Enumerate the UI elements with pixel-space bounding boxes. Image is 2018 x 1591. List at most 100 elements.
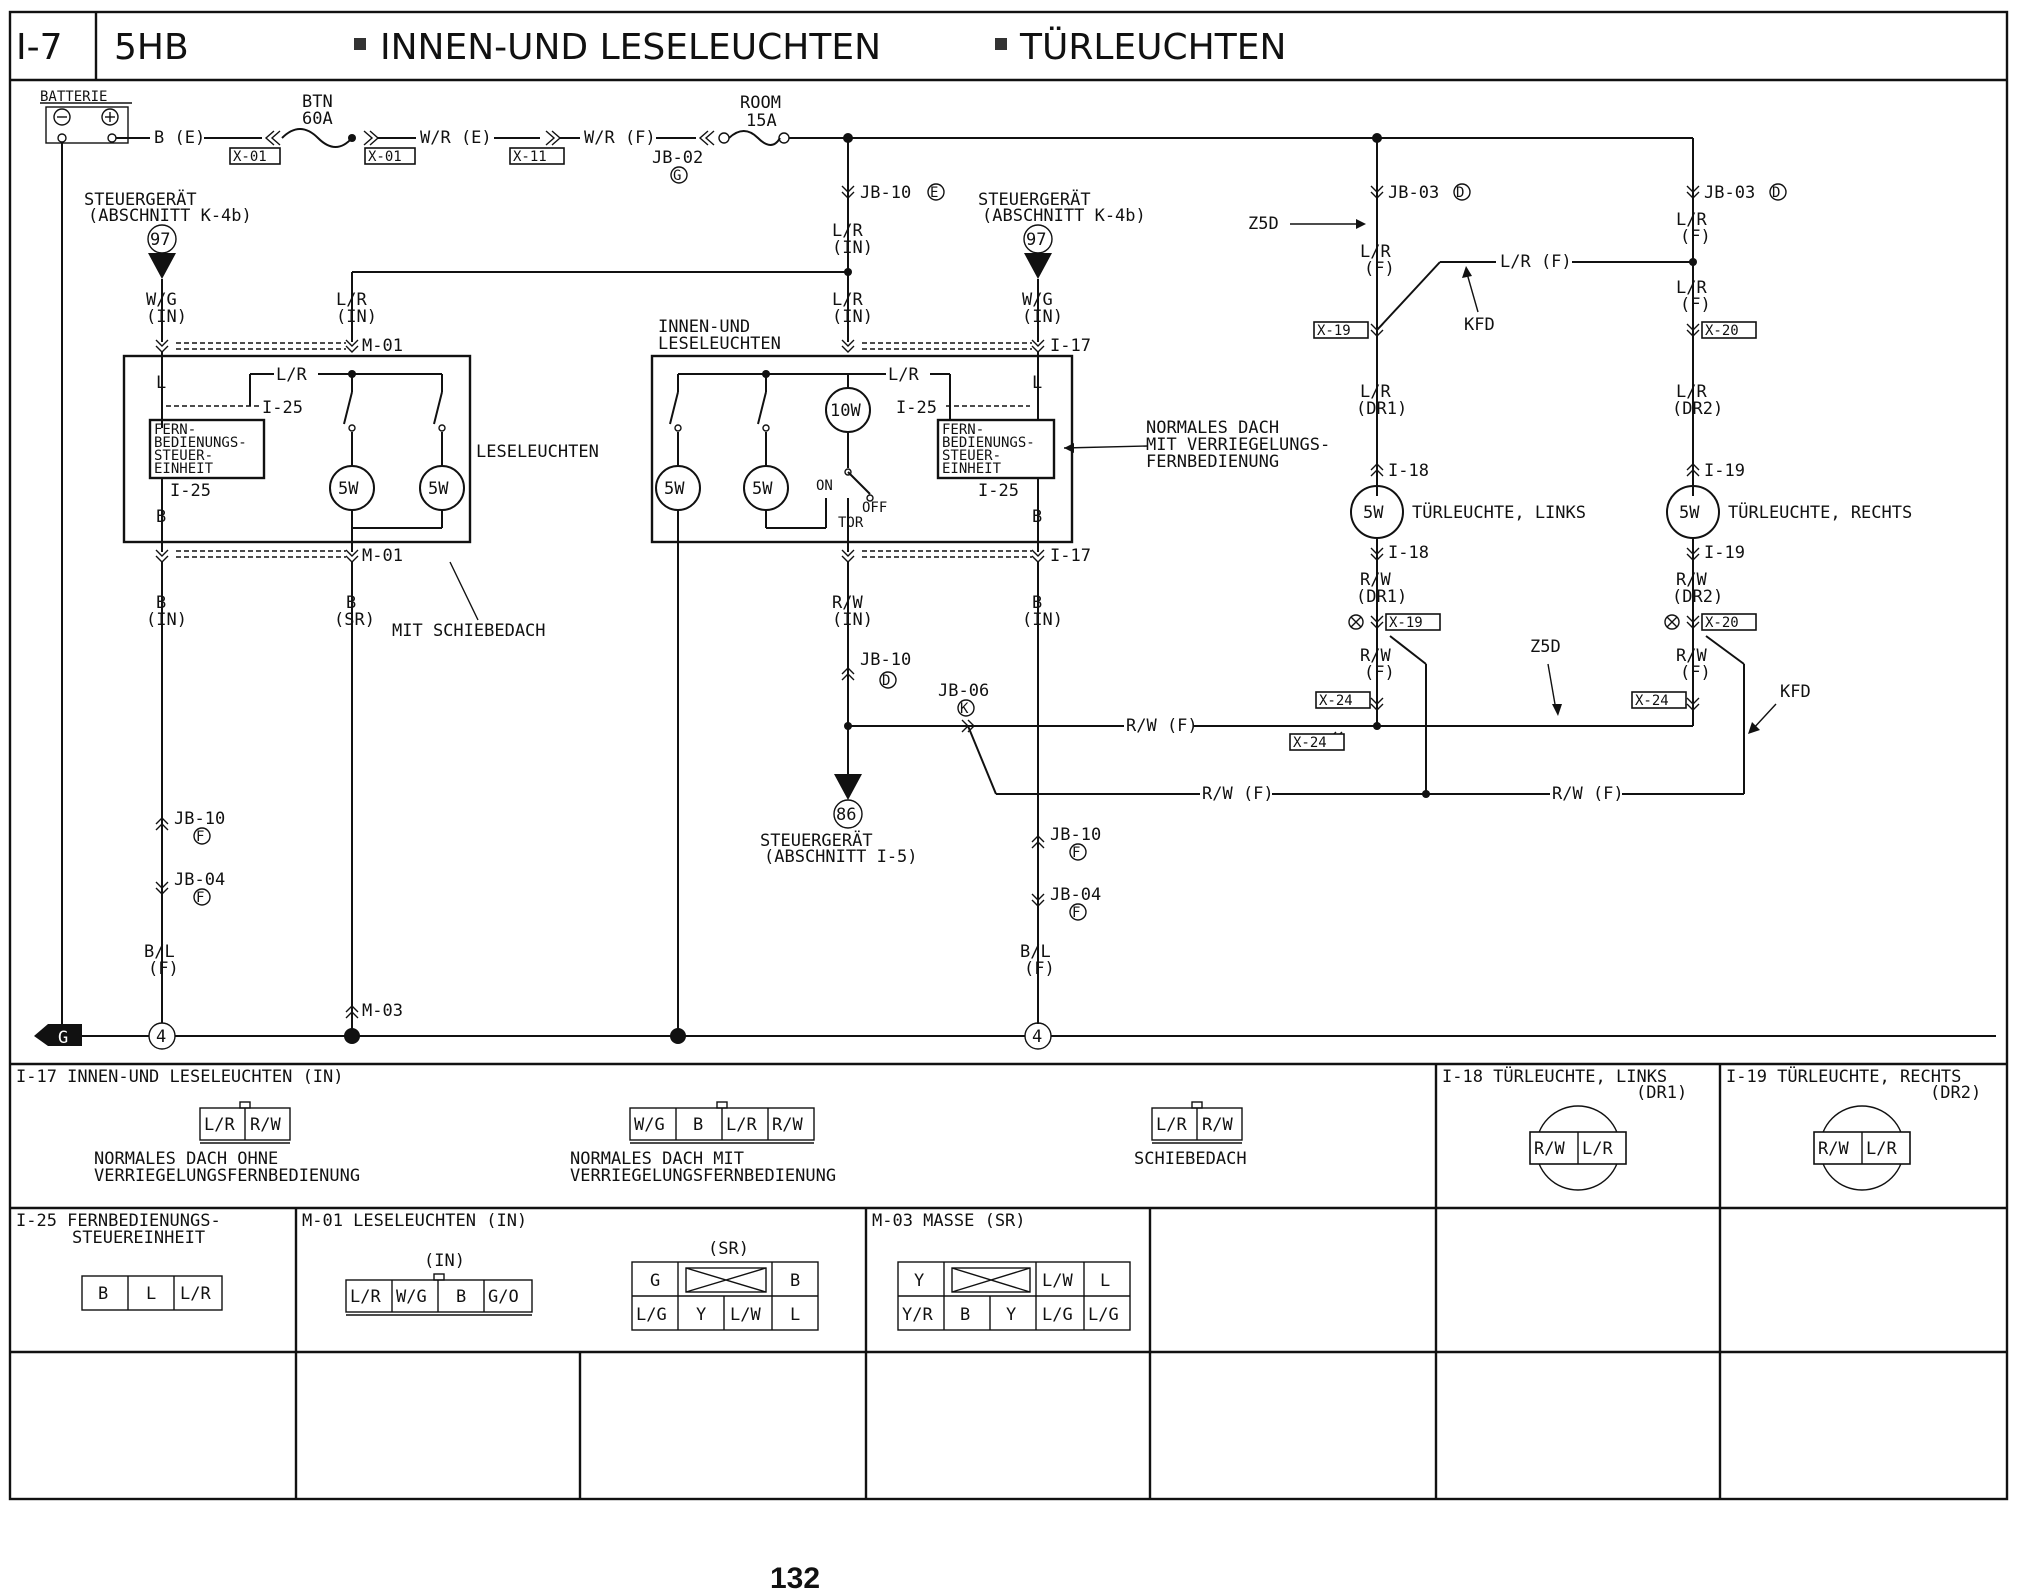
svg-text:M-01: M-01: [362, 546, 403, 566]
svg-text:R/W: R/W: [772, 1115, 803, 1135]
svg-text:B/L: B/L: [1020, 942, 1051, 962]
svg-text:5W: 5W: [428, 479, 449, 499]
svg-text:L/R: L/R: [276, 365, 307, 385]
svg-text:X-24: X-24: [1635, 693, 1669, 709]
svg-text:EINHEIT: EINHEIT: [942, 461, 1002, 477]
svg-text:R/W: R/W: [1676, 570, 1707, 590]
svg-text:B: B: [1032, 593, 1042, 613]
svg-text:MIT SCHIEBEDACH: MIT SCHIEBEDACH: [392, 621, 546, 641]
svg-text:X-20: X-20: [1705, 323, 1739, 339]
svg-text:MIT VERRIEGELUNGS-: MIT VERRIEGELUNGS-: [1146, 435, 1330, 455]
svg-text:JB-06: JB-06: [938, 681, 989, 701]
svg-text:5W: 5W: [1679, 503, 1700, 523]
svg-text:Z5D: Z5D: [1530, 637, 1561, 657]
connector-m01-title: M-01 LESELEUCHTEN (IN): [302, 1211, 527, 1231]
connector-i18-title: I-18 TÜRLEUCHTE, LINKS: [1442, 1065, 1667, 1087]
wire-label: B (E): [154, 128, 205, 148]
svg-text:86: 86: [836, 805, 856, 825]
svg-text:INNEN-UND: INNEN-UND: [658, 317, 750, 337]
svg-text:R/W: R/W: [832, 593, 863, 613]
svg-text:X-24: X-24: [1293, 735, 1327, 751]
svg-text:R/W: R/W: [1360, 570, 1391, 590]
svg-text:(IN): (IN): [1022, 307, 1063, 327]
svg-text:D: D: [882, 673, 890, 689]
svg-text:L/R: L/R: [350, 1287, 381, 1307]
svg-text:E: E: [930, 185, 938, 201]
svg-text:Y: Y: [696, 1305, 706, 1325]
svg-text:L/W: L/W: [730, 1305, 761, 1325]
svg-text:(F): (F): [1364, 663, 1395, 683]
svg-text:NORMALES DACH OHNE: NORMALES DACH OHNE: [94, 1149, 278, 1169]
svg-text:BTN: BTN: [302, 92, 333, 112]
svg-text:X-01: X-01: [368, 149, 402, 165]
svg-text:JB-10: JB-10: [174, 809, 225, 829]
schematic: BATTERIE B (E) BTN 60A W/R (E) W/R (F) R…: [34, 89, 1996, 1050]
connector-m03-title: M-03 MASSE (SR): [872, 1211, 1026, 1231]
svg-text:KFD: KFD: [1464, 315, 1495, 335]
svg-text:SCHIEBEDACH: SCHIEBEDACH: [1134, 1149, 1247, 1169]
svg-text:L/R: L/R: [1676, 278, 1707, 298]
svg-text:(IN): (IN): [146, 610, 187, 630]
svg-text:KFD: KFD: [1780, 682, 1811, 702]
bullet-icon: [995, 38, 1007, 50]
arrow-down-icon: [148, 253, 176, 279]
svg-text:F: F: [196, 890, 204, 906]
svg-text:L/R (F): L/R (F): [1500, 252, 1572, 272]
connector-m03: Y L/W L Y/R B Y L/G L/G: [897, 1261, 1131, 1331]
svg-text:5W: 5W: [664, 479, 685, 499]
svg-text:B: B: [790, 1271, 800, 1291]
svg-text:ROOM: ROOM: [740, 93, 781, 113]
svg-text:FERN-: FERN-: [942, 422, 984, 438]
remote-control-unit: [936, 418, 1056, 480]
svg-text:R/W: R/W: [250, 1115, 281, 1135]
svg-text:I-25: I-25: [170, 481, 211, 501]
svg-text:(F): (F): [1024, 959, 1055, 979]
svg-text:L/G: L/G: [1088, 1305, 1119, 1325]
connector-m01-sr: G B L/G Y L/W L: [631, 1261, 819, 1331]
svg-text:L/R: L/R: [888, 365, 919, 385]
svg-text:I-19: I-19: [1704, 461, 1745, 481]
svg-text:R/W (F): R/W (F): [1202, 784, 1274, 804]
svg-text:F: F: [1072, 905, 1080, 921]
svg-text:R/W: R/W: [1202, 1115, 1233, 1135]
svg-text:BEDIENUNGS-: BEDIENUNGS-: [154, 435, 247, 451]
svg-text:L: L: [146, 1284, 156, 1304]
svg-text:10W: 10W: [830, 401, 861, 421]
svg-text:(IN): (IN): [1022, 610, 1063, 630]
svg-text:X-24: X-24: [1319, 693, 1353, 709]
bullet-icon: [354, 38, 366, 50]
svg-text:(F): (F): [1680, 227, 1711, 247]
svg-text:(SR): (SR): [334, 610, 375, 630]
svg-text:L/R: L/R: [832, 221, 863, 241]
connector-i25: [81, 1275, 223, 1311]
svg-text:B: B: [693, 1115, 703, 1135]
svg-text:Y: Y: [1006, 1305, 1016, 1325]
svg-text:BEDIENUNGS-: BEDIENUNGS-: [942, 435, 1035, 451]
svg-text:(DR1): (DR1): [1636, 1083, 1687, 1103]
svg-text:(ABSCHNITT K-4b): (ABSCHNITT K-4b): [88, 206, 252, 226]
svg-text:(F): (F): [1680, 295, 1711, 315]
svg-text:JB-10: JB-10: [860, 183, 911, 203]
reading-lights-unit: [122, 354, 472, 544]
svg-text:R/W: R/W: [1360, 646, 1391, 666]
svg-text:TÜRLEUCHTE, RECHTS: TÜRLEUCHTE, RECHTS: [1728, 501, 1912, 523]
svg-text:NORMALES DACH MIT: NORMALES DACH MIT: [570, 1149, 744, 1169]
svg-text:L/R: L/R: [1676, 382, 1707, 402]
svg-text:I-17: I-17: [1050, 546, 1091, 566]
svg-text:OFF: OFF: [862, 500, 887, 516]
svg-text:X-19: X-19: [1389, 615, 1423, 631]
svg-text:5W: 5W: [1363, 503, 1384, 523]
svg-text:L: L: [790, 1305, 800, 1325]
svg-text:I-25: I-25: [978, 481, 1019, 501]
svg-text:(SR): (SR): [708, 1239, 749, 1259]
svg-text:R/W (F): R/W (F): [1126, 716, 1198, 736]
fuse-room-icon: [728, 130, 781, 146]
svg-text:(ABSCHNITT K-4b): (ABSCHNITT K-4b): [982, 206, 1146, 226]
svg-text:L/R: L/R: [204, 1115, 235, 1135]
svg-text:FERNBEDIENUNG: FERNBEDIENUNG: [1146, 452, 1279, 472]
svg-text:B: B: [98, 1284, 108, 1304]
svg-text:15A: 15A: [746, 111, 777, 131]
svg-text:L/R: L/R: [1360, 382, 1391, 402]
svg-text:JB-03: JB-03: [1388, 183, 1439, 203]
svg-text:(DR1): (DR1): [1356, 587, 1407, 607]
